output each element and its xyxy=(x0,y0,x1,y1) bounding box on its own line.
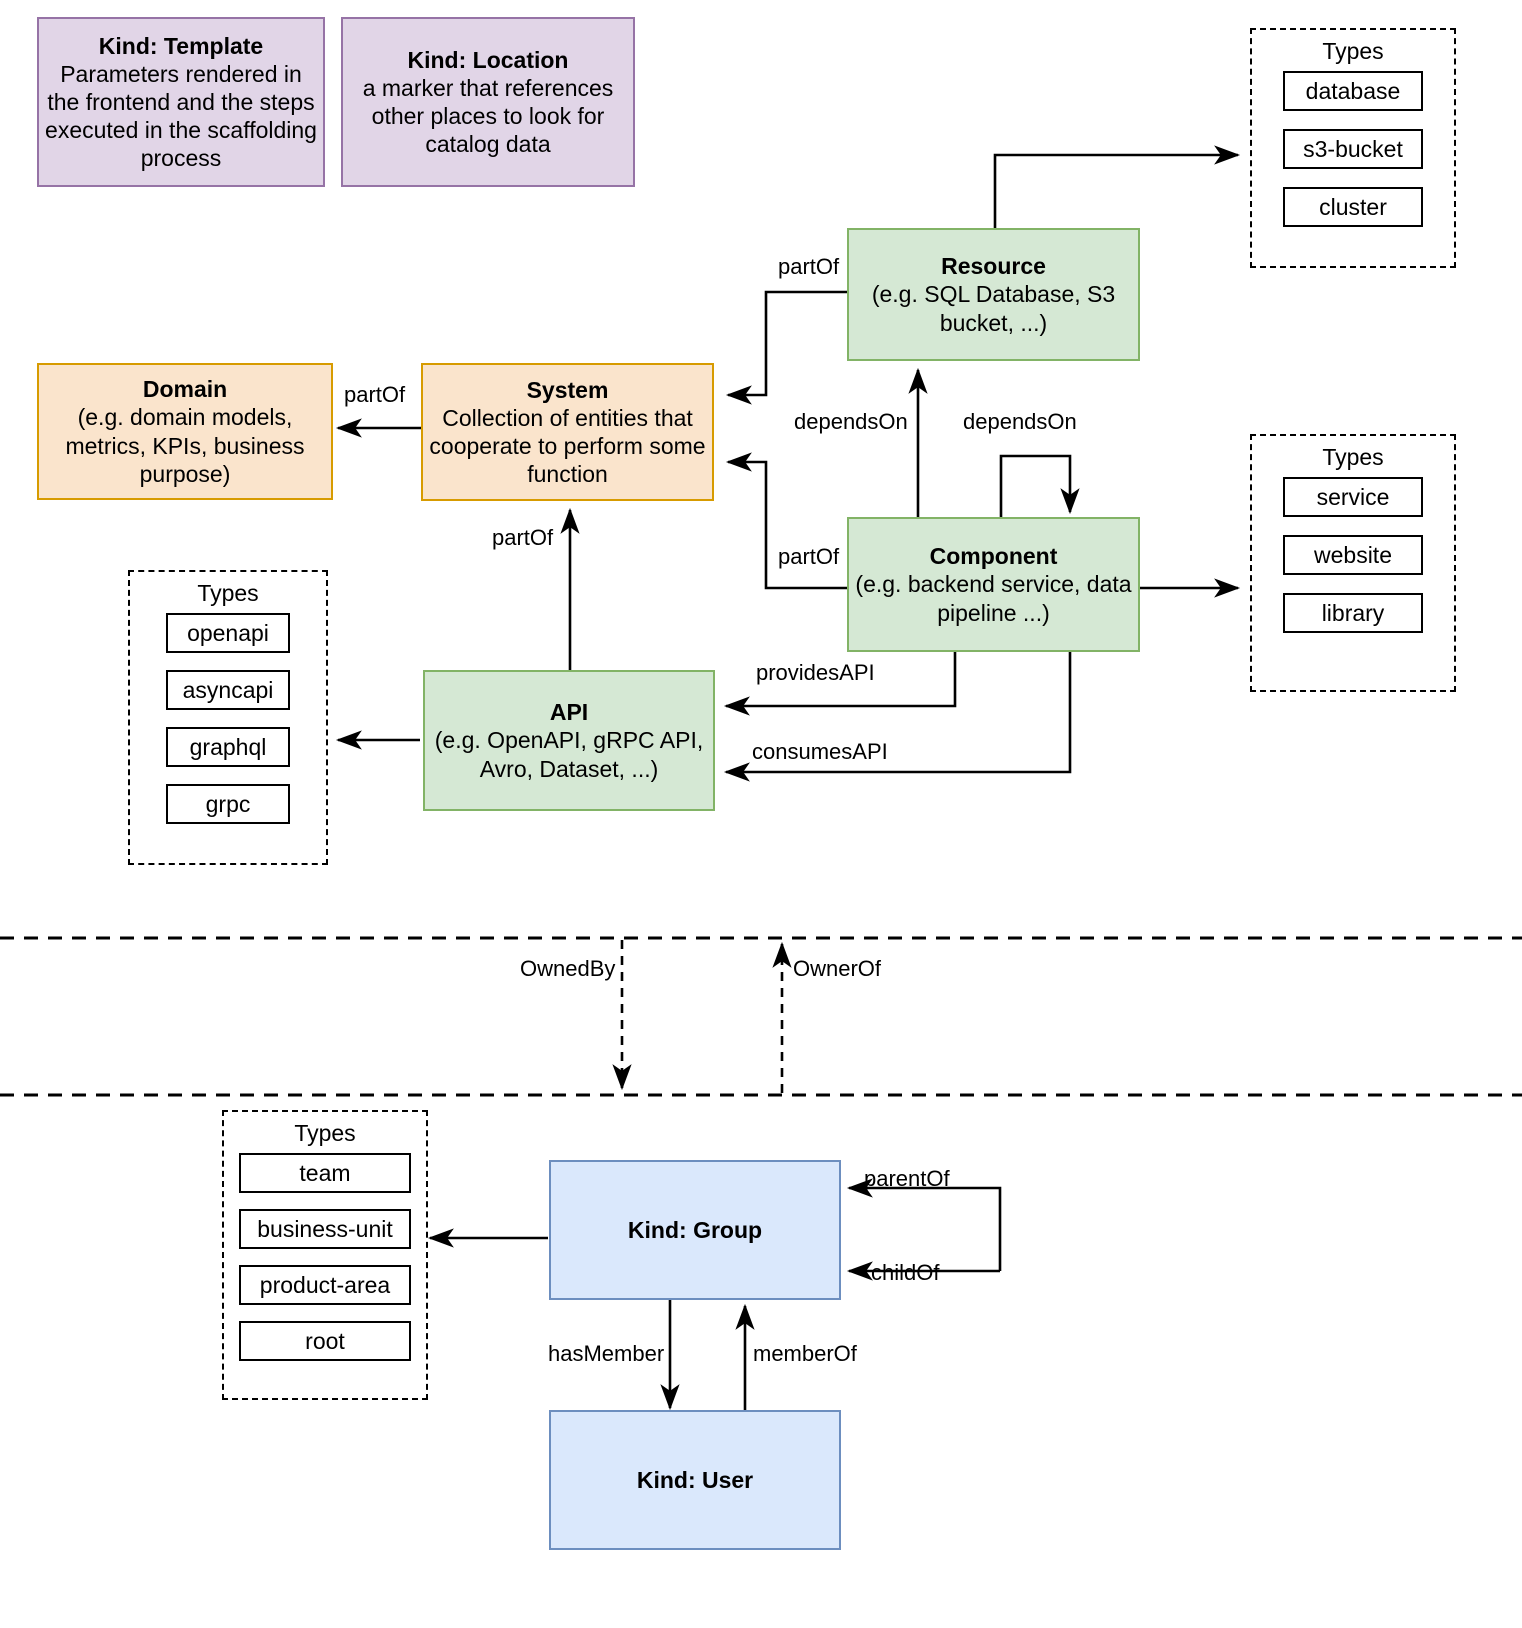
type-item-grpc[interactable]: grpc xyxy=(166,784,290,824)
types-group-api: Types openapi asyncapi graphql grpc xyxy=(128,570,328,865)
edge-label-component-providesapi: providesAPI xyxy=(756,660,875,685)
node-domain-desc: (e.g. domain models, metrics, KPIs, busi… xyxy=(65,404,305,487)
edge-group-parentof xyxy=(846,1178,1002,1271)
types-group-group: Types team business-unit product-area ro… xyxy=(222,1110,428,1400)
edge-label-ownerof: OwnerOf xyxy=(793,956,882,981)
type-item-cluster[interactable]: cluster xyxy=(1283,187,1423,227)
edge-label-component-consumesapi: consumesAPI xyxy=(752,739,888,764)
edge-label-group-childof: childOf xyxy=(871,1260,940,1285)
node-api-title: API xyxy=(549,699,589,726)
edge-label-ownedby: OwnedBy xyxy=(520,956,616,981)
node-kind-template[interactable]: Kind: Template Parameters rendered in th… xyxy=(37,17,325,187)
edge-label-component-dependson-resource: dependsOn xyxy=(794,409,908,434)
edge-label-component-dependson-component: dependsOn xyxy=(963,409,1077,434)
types-group-resource: Types database s3-bucket cluster xyxy=(1250,28,1456,268)
node-component[interactable]: Component (e.g. backend service, data pi… xyxy=(847,517,1140,652)
node-kind-location-desc: a marker that references other places to… xyxy=(362,74,614,158)
node-domain[interactable]: Domain (e.g. domain models, metrics, KPI… xyxy=(37,363,333,500)
type-item-library[interactable]: library xyxy=(1283,593,1423,633)
type-item-business-unit[interactable]: business-unit xyxy=(239,1209,411,1249)
type-item-service[interactable]: service xyxy=(1283,477,1423,517)
node-api[interactable]: API (e.g. OpenAPI, gRPC API, Avro, Datas… xyxy=(423,670,715,811)
node-kind-user-title: Kind: User xyxy=(636,1466,754,1493)
node-api-desc: (e.g. OpenAPI, gRPC API, Avro, Dataset, … xyxy=(434,727,704,782)
node-kind-group-title: Kind: Group xyxy=(627,1216,763,1243)
edge-label-system-partof-domain: partOf xyxy=(344,382,406,407)
types-group-group-label: Types xyxy=(294,1120,356,1146)
node-kind-user[interactable]: Kind: User xyxy=(549,1410,841,1550)
edge-label-component-partof-system: partOf xyxy=(778,544,840,569)
edge-resource-to-types xyxy=(993,145,1241,228)
node-kind-location[interactable]: Kind: Location a marker that references … xyxy=(341,17,635,187)
types-group-api-label: Types xyxy=(197,580,259,606)
types-group-component: Types service website library xyxy=(1250,434,1456,692)
node-component-desc: (e.g. backend service, data pipeline ...… xyxy=(855,571,1132,626)
node-kind-template-desc: Parameters rendered in the frontend and … xyxy=(45,60,317,172)
type-item-team[interactable]: team xyxy=(239,1153,411,1193)
type-item-s3-bucket[interactable]: s3-bucket xyxy=(1283,129,1423,169)
node-component-title: Component xyxy=(929,543,1058,570)
edge-label-group-parentof: parentOf xyxy=(864,1166,950,1191)
node-system-desc: Collection of entities that cooperate to… xyxy=(429,404,706,488)
node-kind-template-title: Kind: Template xyxy=(98,32,264,59)
node-domain-title: Domain xyxy=(142,376,228,403)
type-item-openapi[interactable]: openapi xyxy=(166,613,290,653)
type-item-product-area[interactable]: product-area xyxy=(239,1265,411,1305)
type-item-asyncapi[interactable]: asyncapi xyxy=(166,670,290,710)
types-group-resource-label: Types xyxy=(1322,38,1384,64)
node-kind-location-title: Kind: Location xyxy=(407,46,569,73)
edge-label-resource-partof-system: partOf xyxy=(778,254,840,279)
type-item-root[interactable]: root xyxy=(239,1321,411,1361)
type-item-website[interactable]: website xyxy=(1283,535,1423,575)
edge-component-partof-system xyxy=(725,452,847,590)
edge-component-dependson-component xyxy=(999,454,1080,518)
edge-label-user-memberof: memberOf xyxy=(753,1341,857,1366)
edge-label-api-partof-system: partOf xyxy=(492,525,554,550)
type-item-database[interactable]: database xyxy=(1283,71,1423,111)
types-group-component-label: Types xyxy=(1322,444,1384,470)
edge-resource-partof-system xyxy=(725,290,847,405)
node-resource-desc: (e.g. SQL Database, S3 bucket, ...) xyxy=(871,281,1116,336)
node-system[interactable]: System Collection of entities that coope… xyxy=(421,363,714,501)
type-item-graphql[interactable]: graphql xyxy=(166,727,290,767)
node-kind-group[interactable]: Kind: Group xyxy=(549,1160,841,1300)
node-resource-title: Resource xyxy=(941,253,1046,280)
node-resource[interactable]: Resource (e.g. SQL Database, S3 bucket, … xyxy=(847,228,1140,361)
edge-label-group-hasmember: hasMember xyxy=(548,1341,665,1366)
node-system-title: System xyxy=(526,376,609,403)
